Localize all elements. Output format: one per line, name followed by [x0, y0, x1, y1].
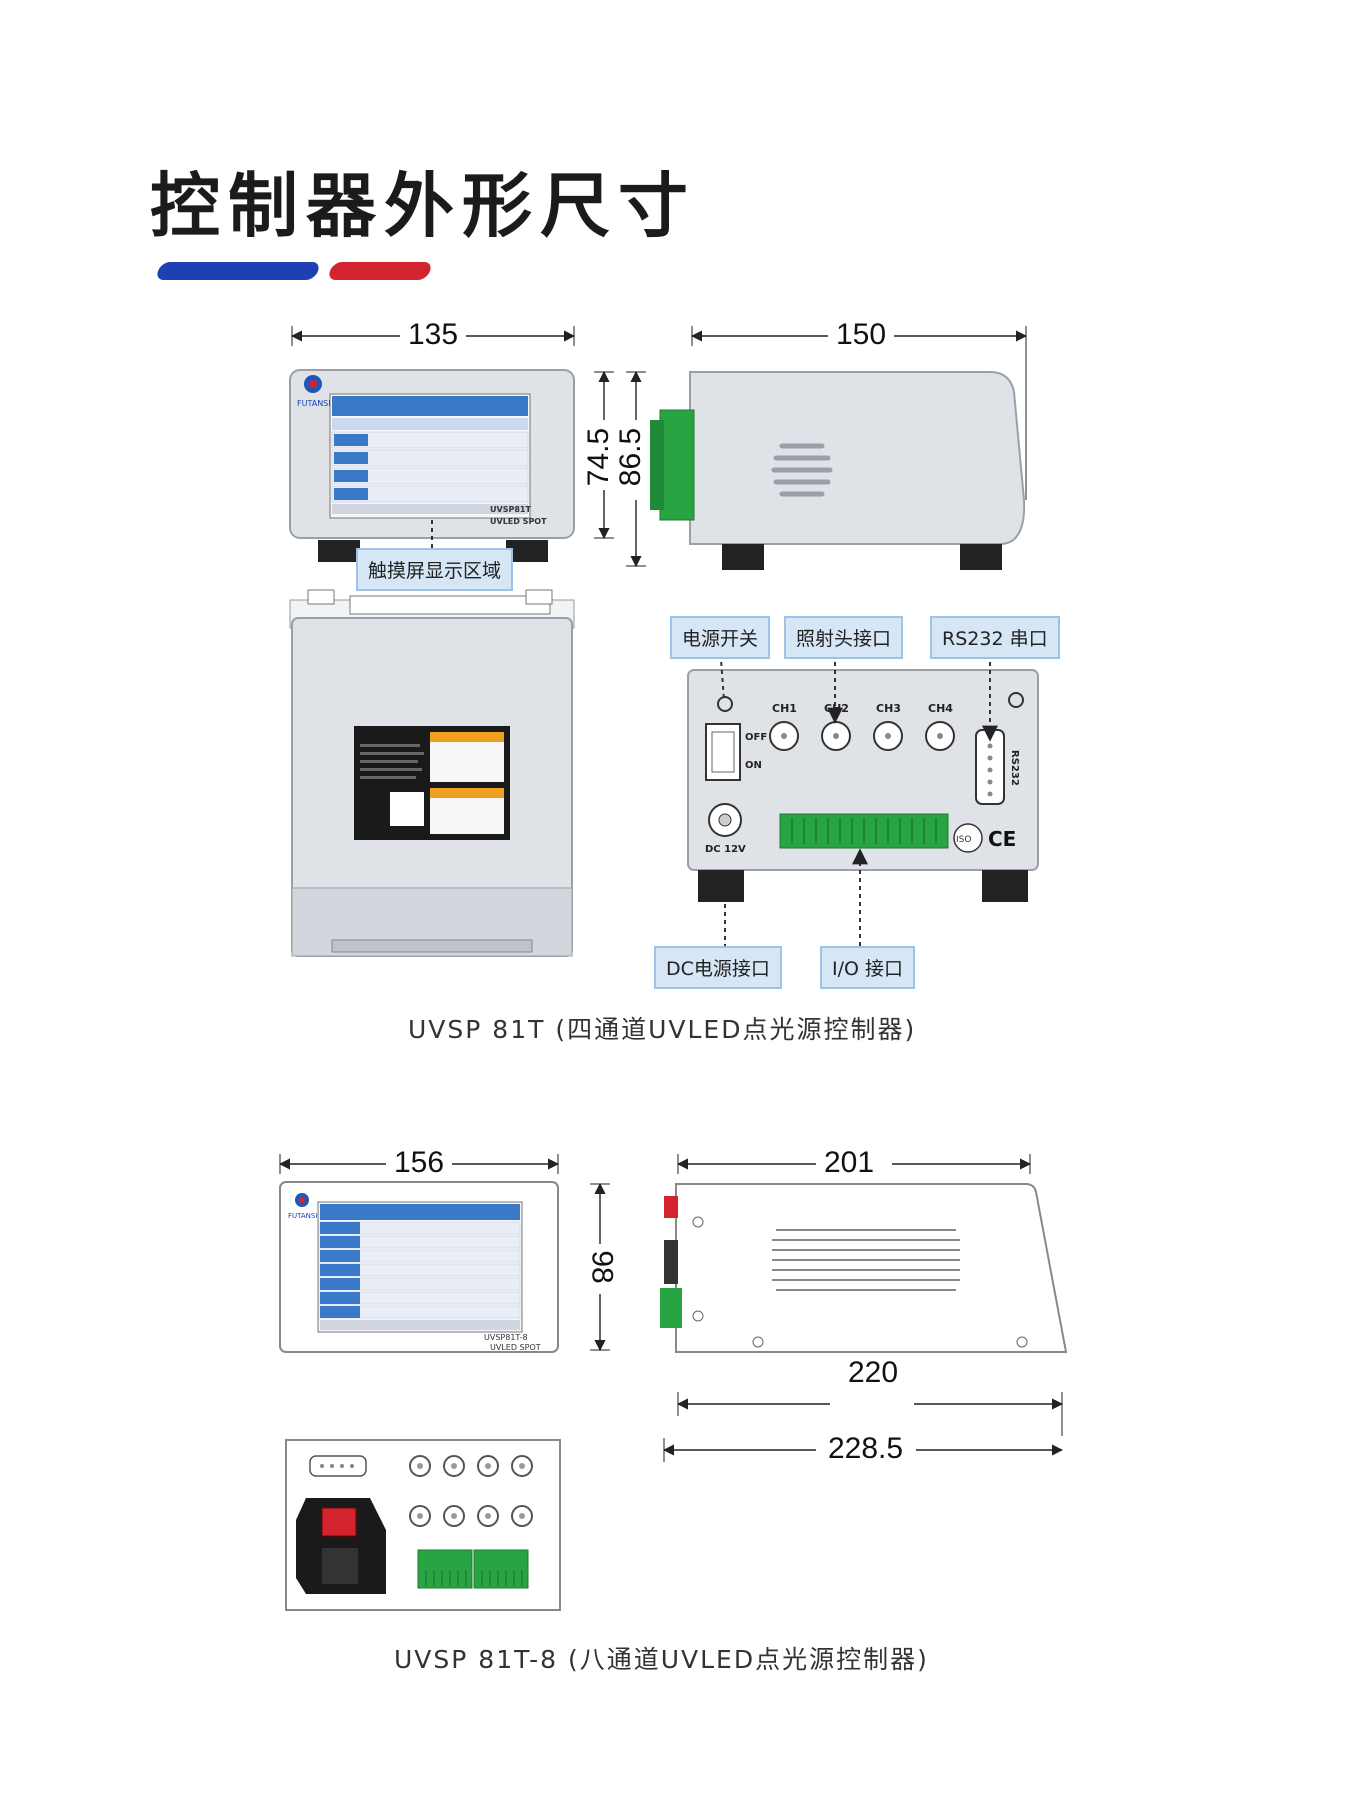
dim-side-length-8ch: 201	[824, 1146, 875, 1179]
dim-total-height-4ch: 86.5	[614, 427, 648, 487]
dim-height-8ch: 98	[585, 1250, 619, 1284]
callout-head-port: 照射头接口	[784, 616, 904, 659]
model-sub-label-8ch: UVLED SPOT	[490, 1343, 541, 1352]
rear-view-4ch: ISO CE	[687, 669, 1039, 902]
rs232-label: RS232	[1009, 750, 1020, 786]
page-title: 控制器外形尺寸	[150, 165, 696, 247]
front-view-8ch	[279, 1181, 559, 1353]
model-label-4ch: UVSP81T	[490, 505, 531, 514]
dim-side-length-4ch: 150	[836, 318, 887, 351]
front-view-4ch	[289, 369, 575, 562]
dim-front-width-4ch: 135	[408, 318, 459, 351]
model-sub-label-4ch: UVLED SPOT	[490, 517, 547, 526]
caption-4ch: UVSP 81T (四通道UVLED点光源控制器)	[408, 1015, 917, 1044]
top-view-4ch	[289, 589, 575, 957]
switch-off-label: OFF	[745, 732, 767, 743]
rear-view-8ch	[285, 1439, 561, 1611]
brand-logo-text-4ch: FUTANSI	[297, 399, 331, 408]
callout-rs232: RS232 串口	[930, 616, 1060, 659]
switch-on-label: ON	[745, 760, 762, 771]
ch1-label: CH1	[772, 702, 797, 715]
caption-8ch: UVSP 81T-8 (八通道UVLED点光源控制器)	[394, 1645, 929, 1674]
svg-text:CE: CE	[988, 827, 1016, 851]
callout-touchscreen: 触摸屏显示区域	[356, 548, 514, 591]
model-label-8ch: UVSP81T-8	[484, 1333, 528, 1342]
dim-body-height-4ch: 74.5	[582, 427, 616, 487]
brand-logo-text-8ch: FUTANSI	[288, 1212, 317, 1220]
ch3-label: CH3	[876, 702, 901, 715]
side-view-8ch	[660, 1183, 1068, 1353]
callout-power-switch: 电源开关	[670, 616, 771, 659]
ch2-label: CH2	[824, 702, 849, 715]
callout-dc-port: DC电源接口	[654, 946, 782, 989]
dim-depth-total-8ch: 228.5	[828, 1432, 904, 1465]
callout-io-port: I/O 接口	[820, 946, 915, 989]
side-view-4ch	[650, 371, 1026, 570]
ch4-label: CH4	[928, 702, 953, 715]
dim-front-width-8ch: 156	[394, 1146, 445, 1179]
dc-label: DC 12V	[705, 844, 746, 855]
dim-depth-body-8ch: 220	[848, 1356, 899, 1389]
svg-text:ISO: ISO	[956, 835, 971, 845]
